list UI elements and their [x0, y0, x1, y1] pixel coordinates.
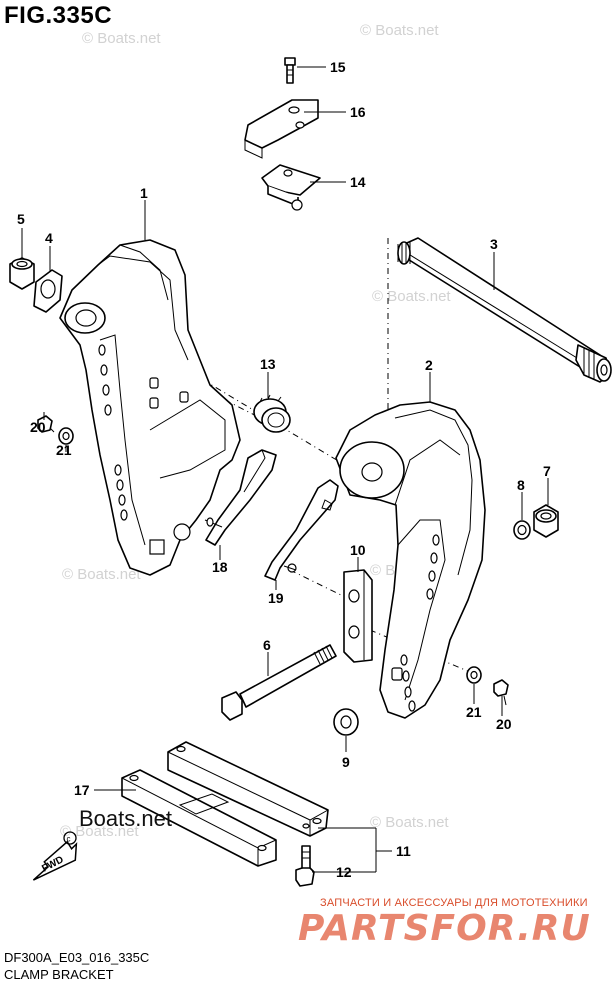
clamp-bracket-2 [335, 401, 486, 719]
tilt-tube-3 [397, 237, 612, 383]
callout-8: 8 [517, 477, 525, 493]
bolt-centerline [224, 399, 281, 429]
screw-20-left [37, 415, 55, 433]
callout-5: 5 [17, 211, 25, 227]
fwd-arrow-icon: FWD c [32, 831, 78, 881]
callout-21-right: 21 [466, 704, 482, 720]
callout-21-left: 21 [56, 442, 72, 458]
nut-5 [9, 257, 35, 290]
figure-code: DF300A_E03_016_335C [4, 950, 150, 965]
plate-14 [261, 164, 321, 211]
callout-3: 3 [490, 236, 498, 252]
callout-10: 10 [350, 542, 366, 558]
leader-lines [21, 66, 549, 873]
plate-16 [244, 99, 319, 159]
callout-19: 19 [268, 590, 284, 606]
washer-9 [333, 708, 359, 736]
callout-15: 15 [330, 59, 346, 75]
bolt-15 [284, 57, 296, 84]
figure-title: FIG.335C [4, 2, 113, 29]
boats-net-mark: Boats.net [79, 806, 172, 831]
watermark: © Boats.net [360, 22, 439, 39]
anode-17 [121, 769, 277, 867]
callout-20-right: 20 [496, 716, 512, 732]
watermark: © Boats.net [370, 814, 449, 831]
washer-21-left [58, 427, 74, 445]
callout-4: 4 [45, 230, 53, 246]
lever-19 [264, 479, 339, 581]
svg-text:c: c [67, 835, 71, 844]
washer-4 [33, 269, 63, 313]
callout-1: 1 [140, 185, 148, 201]
callout-2: 2 [425, 357, 433, 373]
plate-18 [204, 449, 277, 546]
callout-6: 6 [263, 637, 271, 653]
callouts: 15 16 14 1 5 4 3 13 2 20 21 7 8 10 18 19… [17, 59, 551, 880]
watermark: © Boats.net [60, 823, 139, 840]
callout-12: 12 [336, 864, 352, 880]
watermark: © Boats.net [82, 30, 161, 47]
watermark: © Boats.net [62, 566, 141, 583]
callout-16: 16 [350, 104, 366, 120]
bolt-6 [221, 644, 337, 721]
callout-13: 13 [260, 356, 276, 372]
callout-18: 18 [212, 559, 228, 575]
bolt-12 [295, 845, 315, 887]
callout-17: 17 [74, 782, 90, 798]
washer-21-right [466, 666, 482, 684]
callout-20-left: 20 [30, 419, 46, 435]
callout-9: 9 [342, 754, 350, 770]
callout-14: 14 [350, 174, 366, 190]
figure-name: CLAMP BRACKET [4, 967, 114, 982]
callout-11: 11 [396, 843, 411, 859]
nut-7 [533, 504, 559, 538]
promo-logo: PARTSFOR.RU [298, 908, 591, 949]
watermark: © Boats.net [372, 288, 451, 305]
screw-20-right [493, 679, 509, 706]
cap-13 [253, 394, 291, 433]
clamp-bracket-1 [59, 239, 241, 576]
washer-8 [513, 520, 531, 540]
mount-centerline [289, 569, 346, 598]
plate-10 [343, 569, 373, 663]
callout-7: 7 [543, 463, 551, 479]
promo-tagline: ЗАПЧАСТИ И АКСЕССУАРЫ ДЛЯ МОТОТЕХНИКИ [320, 897, 588, 909]
